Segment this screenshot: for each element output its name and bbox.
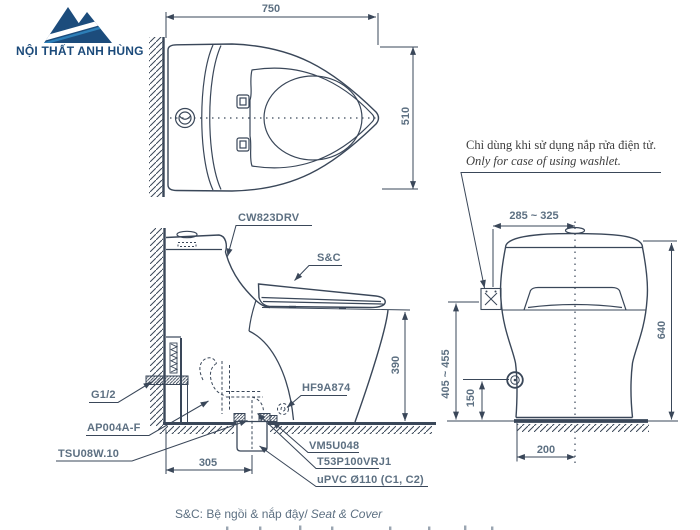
note-leader [460,172,661,289]
bowl-arc [248,330,295,421]
label-pipe: uPVC Ø110 (C1, C2) [317,473,424,486]
flush-button-side [176,230,198,239]
dim-supply-side-offset: 200 [536,444,556,456]
tank-lid [504,232,644,248]
dim-305 [165,429,253,474]
floor-hatch [270,426,432,434]
rim-extension [261,307,411,311]
note-line-vi: Chỉ dùng khi sử dụng nắp rửa điện tử. [466,138,657,152]
side-view [56,224,436,488]
body-left-edge [499,247,518,418]
clipped-caption-remnant [226,525,494,530]
seat-cover-side [257,283,386,310]
dim-150 [463,379,509,420]
leader-socket [56,420,248,462]
label-seal: VM5U048 [309,439,360,452]
floor-hatch [158,426,234,434]
leader-seat-cover [294,264,342,281]
dim-285-325 [492,223,576,287]
hidden-trapway [199,357,289,449]
drain-fitting [233,413,246,422]
leader-supply [89,381,152,404]
floor-seal [269,415,278,422]
bowl-arc-join [248,300,257,332]
button-hidden [177,242,197,247]
label-flange: AP004A-F [87,422,141,434]
leader-joint [257,413,379,470]
label-socket: TSU08W.10 [58,448,120,460]
leader-pipe [259,445,428,488]
dim-750 [165,12,379,45]
note-line-en: Only for case of using washlet. [466,154,621,168]
cover-inner [263,75,363,161]
body-outline [167,43,380,192]
dim-washlet-outlet-range: 405 ~ 455 [440,349,452,399]
tank-seam-2 [209,45,222,190]
callout-leaders [56,224,428,488]
top-view [149,12,418,197]
dim-overall-width: 510 [400,106,412,126]
label-supply-thread: G1/2 [91,389,116,401]
dim-outlet-offset: 305 [198,457,218,469]
logo-mark [44,7,112,43]
seat-hinges [236,94,250,152]
drain-pipe [236,420,268,452]
caption-text: S&C: Bệ ngồi & nắp đậy/ [175,507,308,521]
dim-tank-top-width: 285 ~ 325 [509,210,559,222]
dim-supply-height: 150 [465,388,477,408]
caption-italic: Seat & Cover [310,507,383,521]
label-joint: T53P100VRJ1 [317,455,392,468]
bowl-front [354,309,389,423]
dim-405-455 [448,301,479,420]
wall-hatch [149,37,163,197]
brand-logo: NỘI THẤT ANH HÙNG [0,0,160,62]
caption: S&C: Bệ ngồi & nắp đậy/Seat & Cover [175,507,382,521]
ground-hatch [517,424,649,432]
cover-outline [249,67,375,169]
flush-button-top [174,107,196,129]
tank-recess-inner [527,303,623,309]
body-right-edge [630,247,649,418]
dim-510 [380,46,418,190]
dim-rim-height: 390 [390,355,402,375]
washlet-outlet-box [480,287,502,311]
supply-hose [169,343,179,373]
dim-200 [516,423,576,462]
dim-overall-height: 640 [656,320,668,340]
leader-product [226,224,312,257]
supply-valve [506,371,524,389]
label-bolt-cap: HF9A874 [302,382,351,394]
wall-hatch [150,228,163,426]
rear-view [447,172,678,464]
brand-name: NỘI THẤT ANH HÙNG [16,44,144,58]
dim-overall-length: 750 [261,3,281,15]
leader-bolt-cap [286,394,347,408]
hose-housing [169,342,178,374]
dim-640 [643,240,677,420]
label-seat-cover: S&C [317,252,341,264]
tank-profile [165,234,271,309]
leader-seal [272,421,359,454]
leader-flange [86,400,209,437]
tank-seam [201,44,214,191]
label-product-code: CW823DRV [238,212,300,224]
supply-connector [145,375,189,385]
